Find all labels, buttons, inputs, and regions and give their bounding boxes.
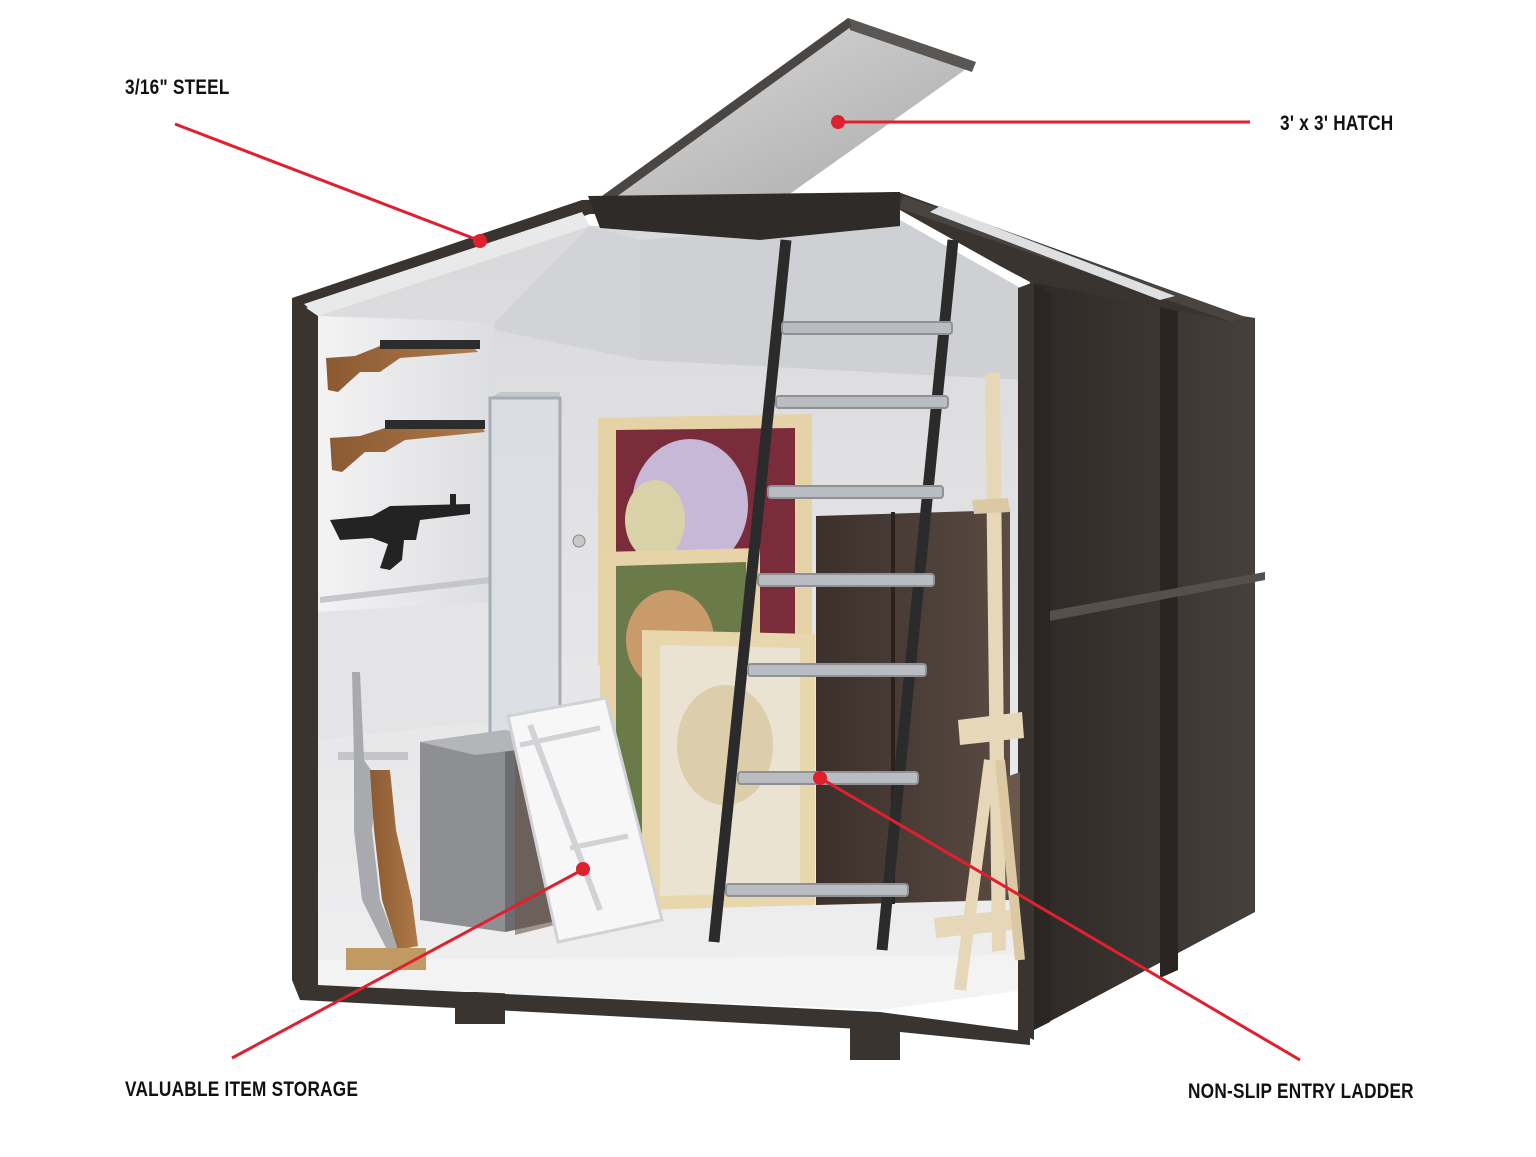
rifle-3-tactical bbox=[330, 494, 470, 570]
callout-leaders bbox=[174, 115, 1301, 1062]
ladder-leader-dot bbox=[813, 771, 827, 785]
exterior-right-wall bbox=[1030, 282, 1265, 1032]
rifle-1 bbox=[326, 340, 480, 392]
steel-leader-line bbox=[174, 122, 479, 242]
steel-callout-label: 3/16" STEEL bbox=[125, 76, 230, 99]
ladder-callout-label: NON-SLIP ENTRY LADDER bbox=[1188, 1080, 1414, 1103]
blank-canvas bbox=[506, 696, 664, 944]
storage-leader-line bbox=[231, 868, 583, 1060]
hatch-leader-dot bbox=[831, 115, 845, 129]
hatch-cover bbox=[588, 18, 976, 240]
hatch-callout-label: 3' x 3' HATCH bbox=[1280, 112, 1394, 135]
ladder-steps bbox=[725, 321, 953, 897]
rifle-2 bbox=[330, 420, 485, 472]
glass-display-case bbox=[488, 392, 586, 742]
roof bbox=[292, 192, 1248, 322]
storage-leader-dot bbox=[576, 862, 590, 876]
ladder-leader-line bbox=[821, 777, 1301, 1062]
entry-ladder bbox=[708, 239, 959, 951]
storage-callout-label: VALUABLE ITEM STORAGE bbox=[125, 1078, 359, 1101]
easel bbox=[934, 372, 1025, 991]
steel-leader-dot bbox=[473, 234, 487, 248]
wall-rifles bbox=[326, 340, 485, 570]
